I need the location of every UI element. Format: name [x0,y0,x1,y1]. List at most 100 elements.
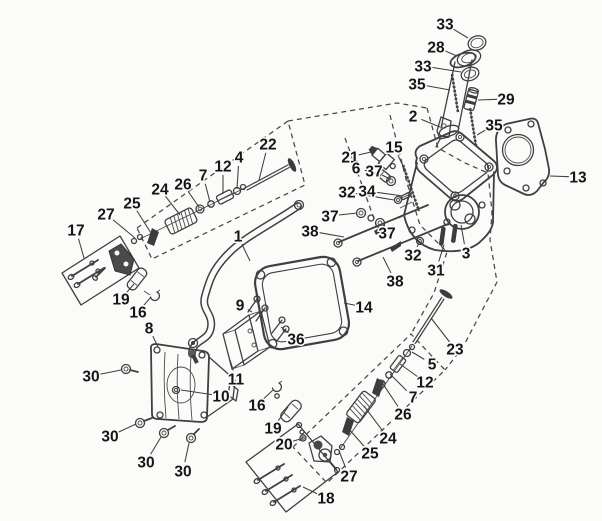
leader-line [165,195,181,216]
leader-line [112,219,136,239]
leader-line [318,232,345,238]
part-number-18: 18 [317,491,335,508]
cover-bolt-30b [134,417,153,429]
part-number-32: 32 [404,248,421,265]
leader-line [431,66,462,73]
leader-line [358,151,372,156]
valve-spring-lower [346,390,376,424]
leader-line [263,389,274,400]
part-number-3: 3 [462,246,471,263]
leader-line [444,50,458,57]
leader-line [421,118,441,128]
leader-line [364,169,380,175]
leader-line [452,28,469,39]
bracket-group-11 [222,295,290,370]
part-number-19: 19 [112,292,130,309]
leader-line [302,486,319,495]
leader-line [204,183,211,203]
part-number-19: 19 [264,421,282,438]
leader-line [258,152,267,181]
part-number-30: 30 [137,455,154,472]
part-number-14: 14 [355,300,373,317]
part-number-21: 21 [341,150,359,167]
part-number-34: 34 [358,184,376,201]
leader-line [152,335,159,348]
part-number-22: 22 [259,137,276,154]
part-number-17: 17 [67,223,84,240]
part-number-37: 37 [365,164,382,181]
leader-line [117,423,137,433]
leader-line [187,191,200,208]
part-number-26: 26 [394,407,412,424]
part-number-35: 35 [485,118,503,135]
leader-line [363,405,384,432]
part-number-8: 8 [145,321,154,338]
bolt-10 [171,385,181,395]
part-number-24: 24 [151,182,169,199]
part-number-4: 4 [235,150,244,167]
leader-line [241,243,251,262]
leader-line [150,436,162,455]
leader-line [338,212,358,216]
part-number-27: 27 [340,469,357,486]
part-number-12: 12 [416,375,433,392]
leader-line [292,438,301,442]
part-number-10: 10 [212,389,229,406]
part-number-32: 32 [338,185,355,202]
part-number-16: 16 [129,305,147,322]
part-number-36: 36 [287,332,305,349]
leader-line [136,210,152,234]
head-fastener-cluster [333,175,458,267]
leader-line [184,442,190,463]
leader-line [280,326,290,334]
part-number-38: 38 [301,224,319,241]
leader-line [460,224,465,245]
leader-line [99,369,122,375]
intake-pipe-group [438,35,487,147]
cover-bolt-30a [120,363,139,375]
cover-bolt-30d [185,428,200,444]
part-number-5: 5 [428,357,437,374]
leader-line [180,389,213,396]
leader-line [77,238,85,259]
leader-line [277,406,289,421]
part-number-37: 37 [378,226,395,243]
leader-line [126,283,135,293]
cover-gasket-14 [253,255,351,351]
tensioner-upper-group [92,243,161,302]
leader-line [143,296,152,306]
part-number-25: 25 [123,196,141,213]
leader-line [355,192,395,201]
leader-line [389,373,408,392]
part-number-31: 31 [427,263,445,280]
part-number-9: 9 [236,298,245,315]
leader-line [477,98,498,101]
part-number-30: 30 [174,464,191,481]
valve-spring-upper [164,207,198,235]
part-number-33: 33 [414,59,432,76]
part-number-16: 16 [248,398,266,415]
leader-line [343,302,356,306]
leader-line [416,242,420,248]
part-number-33: 33 [436,17,454,34]
part-number-7: 7 [199,168,208,185]
leader-line [399,363,419,378]
leader-line [379,223,382,227]
part-number-6: 6 [352,161,361,178]
leader-line [375,191,404,197]
part-number-26: 26 [174,177,192,194]
part-number-30: 30 [82,369,99,386]
valve-cover-group [120,337,239,444]
leader-line [438,244,445,262]
cover-bolt-30c [158,425,176,439]
leader-line [338,450,347,468]
leader-line [397,154,406,171]
leader-line [430,317,450,343]
part-number-20: 20 [275,437,292,454]
part-number-25: 25 [361,446,379,463]
sensor-29 [463,87,480,112]
part-number-28: 28 [427,40,445,57]
part-number-27: 27 [97,207,114,224]
